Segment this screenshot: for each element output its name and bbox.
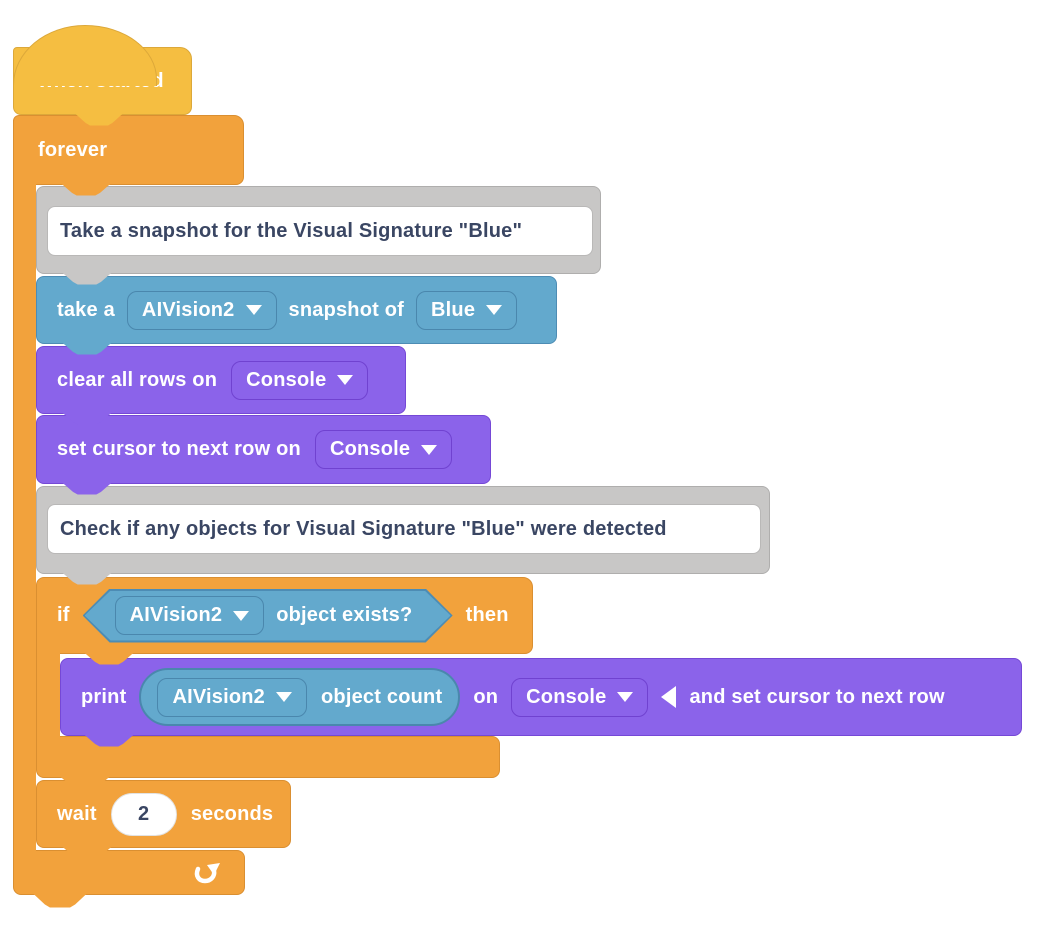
take-snapshot-middle-label: snapshot of	[288, 298, 405, 321]
loop-arrow-icon	[194, 863, 220, 884]
print-block[interactable]: print AIVision2 object count on Console …	[60, 658, 1022, 736]
comment-block[interactable]: Take a snapshot for the Visual Signature…	[36, 186, 601, 274]
device-dropdown[interactable]: AIVision2	[157, 677, 308, 717]
console-dropdown[interactable]: Console	[231, 360, 369, 400]
console-dropdown[interactable]: Console	[511, 677, 649, 717]
forever-block-header[interactable]: forever	[13, 115, 244, 185]
comment-text-area[interactable]: Check if any objects for Visual Signatur…	[47, 504, 761, 554]
device-dropdown[interactable]: AIVision2	[126, 290, 277, 330]
if-block-spine[interactable]	[36, 652, 60, 740]
comment-block[interactable]: Check if any objects for Visual Signatur…	[36, 486, 770, 574]
dropdown-caret-icon	[421, 444, 438, 455]
console-dropdown[interactable]: Console	[314, 430, 453, 469]
comment-text: Check if any objects for Visual Signatur…	[60, 517, 667, 540]
signature-dropdown[interactable]: Blue	[416, 290, 518, 330]
console-dropdown-value: Console	[329, 438, 411, 460]
console-dropdown-value: Console	[526, 685, 607, 708]
dropdown-caret-icon	[486, 305, 503, 315]
seconds-label: seconds	[190, 802, 274, 825]
signature-dropdown-value: Blue	[431, 298, 476, 321]
device-dropdown-value: AIVision2	[129, 604, 223, 626]
dropdown-caret-icon	[276, 692, 293, 702]
forever-label: forever	[38, 138, 108, 161]
condition-hexagon[interactable]: AIVision2 object exists?	[83, 589, 453, 643]
forever-loop-footer[interactable]	[13, 850, 245, 895]
on-label: on	[473, 685, 499, 708]
object-count-label: object count	[321, 685, 443, 708]
print-label: print	[81, 685, 127, 708]
wait-block[interactable]: wait 2 seconds	[36, 780, 291, 848]
collapse-arrow-icon[interactable]	[661, 686, 677, 708]
hexagon-fill	[85, 591, 451, 641]
wait-seconds-input[interactable]: 2	[110, 792, 177, 836]
device-dropdown-value: AIVision2	[172, 685, 266, 708]
object-count-reporter[interactable]: AIVision2 object count	[139, 668, 461, 726]
set-cursor-block[interactable]: set cursor to next row on Console	[36, 415, 491, 484]
forever-loop-spine[interactable]	[13, 183, 36, 852]
take-snapshot-prefix-label: take a	[57, 298, 115, 321]
dropdown-caret-icon	[617, 692, 634, 702]
hat-dome	[13, 25, 157, 86]
wait-seconds-value: 2	[138, 802, 150, 825]
dropdown-caret-icon	[245, 305, 262, 315]
then-label: then	[465, 604, 509, 626]
device-dropdown[interactable]: AIVision2	[114, 596, 265, 635]
comment-text-area[interactable]: Take a snapshot for the Visual Signature…	[47, 206, 593, 256]
dropdown-caret-icon	[337, 375, 354, 385]
comment-text: Take a snapshot for the Visual Signature…	[60, 219, 523, 242]
if-label: if	[57, 604, 70, 626]
dropdown-caret-icon	[233, 610, 250, 621]
clear-rows-block[interactable]: clear all rows on Console	[36, 346, 406, 414]
set-cursor-option-label: and set cursor to next row	[689, 685, 945, 708]
device-dropdown-value: AIVision2	[141, 298, 235, 321]
take-snapshot-block[interactable]: take a AIVision2 snapshot of Blue	[36, 276, 557, 344]
if-block-header[interactable]: if AIVision2 object exists? then	[36, 577, 533, 654]
object-exists-label: object exists?	[276, 604, 413, 626]
set-cursor-label: set cursor to next row on	[57, 438, 301, 460]
wait-label: wait	[57, 802, 97, 825]
clear-rows-label: clear all rows on	[57, 368, 218, 391]
console-dropdown-value: Console	[246, 368, 327, 391]
